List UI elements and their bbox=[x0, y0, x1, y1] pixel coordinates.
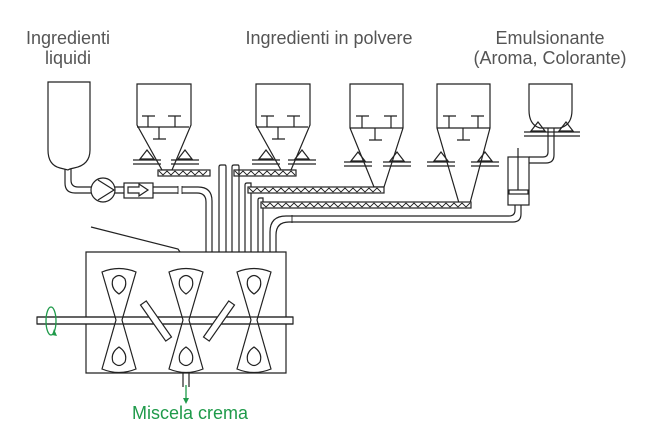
powder-hopper-1 bbox=[132, 83, 200, 171]
blade-hole bbox=[178, 274, 194, 295]
mixer-blade bbox=[236, 267, 272, 374]
feed-pipes bbox=[218, 164, 293, 252]
blade-hole bbox=[246, 274, 262, 295]
screw-conveyor-3 bbox=[247, 186, 385, 194]
blade-hole bbox=[111, 274, 127, 295]
powder-hopper-3 bbox=[343, 83, 412, 188]
label-liquid-line1: Ingredienti bbox=[25, 28, 111, 48]
flow-meter bbox=[123, 182, 154, 199]
mixer-shaft-line bbox=[37, 316, 293, 325]
mixer-blades bbox=[37, 267, 293, 374]
liquid-tank bbox=[47, 81, 91, 171]
blade-hole bbox=[178, 346, 194, 367]
powder-hopper-2 bbox=[251, 83, 317, 171]
screw-conveyor-4 bbox=[260, 201, 472, 209]
label-output: Miscela crema bbox=[131, 403, 249, 423]
label-emulsifier-line1: Emulsionante bbox=[495, 28, 605, 48]
label-emulsifier-line2: (Aroma, Colorante) bbox=[473, 48, 627, 68]
mixer-baffle-1 bbox=[139, 300, 173, 342]
mixer-blade bbox=[101, 267, 137, 374]
dosing-piston bbox=[292, 148, 530, 223]
label-liquid-line2: liquidi bbox=[44, 48, 92, 68]
label-powder-ingredients: Ingredienti in polvere bbox=[245, 28, 413, 48]
mixer-outlet bbox=[182, 373, 190, 404]
screw-conveyor-2 bbox=[233, 169, 297, 177]
emulsifier-tank bbox=[523, 83, 581, 164]
liquid-pipe bbox=[64, 169, 213, 252]
mixer-baffle-2 bbox=[202, 300, 236, 342]
screw-conveyor-1 bbox=[157, 169, 211, 177]
powder-hopper-4 bbox=[426, 83, 500, 204]
blade-hole bbox=[111, 346, 127, 367]
pump bbox=[90, 177, 116, 203]
blade-hole bbox=[246, 346, 262, 367]
rotation-arrow-icon bbox=[45, 306, 57, 336]
mixer-blade bbox=[168, 267, 204, 374]
label-liquid-ingredients: Ingredienti liquidi bbox=[8, 28, 128, 68]
label-emulsifier: Emulsionante (Aroma, Colorante) bbox=[452, 28, 648, 68]
